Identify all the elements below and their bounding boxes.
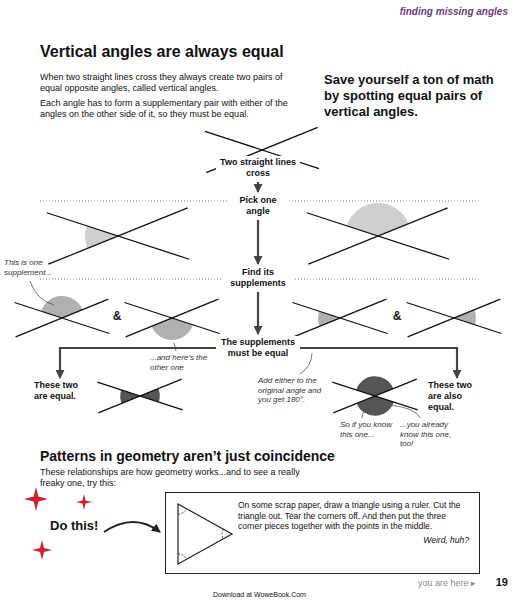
sparkle-star xyxy=(32,540,52,560)
page-marker: you are here ▸ xyxy=(396,578,476,589)
flow-arrow xyxy=(257,220,259,264)
step-label: The supplements must be equal xyxy=(218,336,298,360)
leader-line xyxy=(30,281,54,305)
annotation: Add either to the original angle and you… xyxy=(258,376,326,405)
annotation: ...you already know this one, too! xyxy=(400,420,466,449)
node-text: Weird, huh? xyxy=(238,535,469,546)
node-text: Pick one angle xyxy=(230,195,286,217)
triangle xyxy=(178,504,232,564)
node-text: These two are equal. xyxy=(34,380,86,402)
leader-lines xyxy=(30,281,420,418)
callout-note: Do this! xyxy=(50,518,110,533)
result-label: These two are also equal. xyxy=(428,380,486,413)
crossing-figure xyxy=(332,376,418,416)
section-heading: Patterns in geometry aren’t just coincid… xyxy=(40,448,460,465)
crossing-lines xyxy=(97,379,183,413)
crossing-lines xyxy=(293,299,388,337)
flow-arrow xyxy=(300,348,457,378)
annotation: ...and here’s the other one xyxy=(150,353,224,372)
flow-arrow xyxy=(257,182,259,192)
body-text: Each angle has to form a supplementary p… xyxy=(40,98,302,120)
crossing-lines xyxy=(407,299,502,337)
page-title: Vertical angles are always equal xyxy=(40,42,284,61)
footer-text: Download at WoweBook.Com xyxy=(0,590,519,599)
step-label: Two straight lines cross xyxy=(216,156,300,180)
annotation: This is one supplement... xyxy=(4,258,62,277)
step-label: Pick one angle xyxy=(228,194,288,218)
supplement-angle xyxy=(152,318,193,340)
node-text: Two straight lines cross xyxy=(218,157,298,179)
running-header: finding missing angles xyxy=(300,6,508,18)
corner-arcs xyxy=(178,509,223,559)
picked-angle xyxy=(85,226,118,249)
crossing-figure xyxy=(97,379,183,413)
node-text: On some scrap paper, draw a triangle usi… xyxy=(238,500,469,532)
flow-arrow xyxy=(60,348,216,378)
corner-arc xyxy=(178,554,187,559)
supplement-angle xyxy=(41,296,82,318)
crossing-lines xyxy=(47,208,190,264)
crossing-lines xyxy=(15,299,110,337)
callout-note: Save yourself a ton of math by spotting … xyxy=(324,72,510,120)
crossing-figure xyxy=(407,299,502,337)
crossing-lines xyxy=(307,208,450,264)
corner-arc xyxy=(178,509,187,514)
crossing-figure xyxy=(15,296,110,337)
sparkle-star xyxy=(76,494,92,510)
ampersand: & xyxy=(111,309,123,323)
annotation: So if you know this one... xyxy=(340,420,394,439)
sparkle-star xyxy=(24,487,48,511)
node-text: Find its supplements xyxy=(223,267,293,289)
step-label: Find its supplements xyxy=(221,266,295,290)
node-text: The supplements must be equal xyxy=(220,337,296,359)
body-text: When two straight lines cross they alway… xyxy=(40,72,302,94)
node-text: These two are also equal. xyxy=(428,380,486,413)
picked-angle xyxy=(347,203,409,236)
equal-angle xyxy=(356,376,393,396)
crossing-figure xyxy=(47,208,190,264)
ampersand: & xyxy=(391,309,403,323)
page-number: 19 xyxy=(482,576,508,589)
corner-arc xyxy=(222,529,223,539)
leader-line xyxy=(300,353,312,374)
leader-line xyxy=(390,405,420,418)
flow-arrow xyxy=(257,292,259,334)
crossing-figure xyxy=(293,299,388,337)
equal-angle xyxy=(357,396,394,416)
curved-arrow xyxy=(104,522,160,532)
instruction-box: On some scrap paper, draw a triangle usi… xyxy=(165,492,480,574)
crossing-lines xyxy=(125,299,220,337)
body-text: These relationships are how geometry wor… xyxy=(40,467,302,489)
result-label: These two are equal. xyxy=(34,380,86,402)
crossing-figure xyxy=(307,203,450,264)
leader-line xyxy=(362,410,368,418)
crossing-figure xyxy=(125,299,220,340)
